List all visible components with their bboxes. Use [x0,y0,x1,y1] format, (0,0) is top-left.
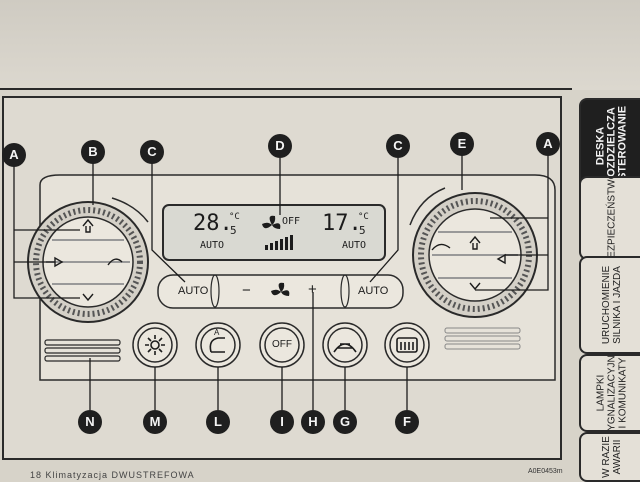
right-auto-button[interactable]: AUTO [358,285,388,297]
callout-C-right: C [386,134,410,158]
fan-minus-button[interactable]: − [242,282,251,299]
recirculation-letter: A [214,328,219,337]
callout-A-left: A [2,143,26,167]
right-temperature-decimal: 5 [359,224,366,237]
left-vent [45,340,120,361]
callout-M: M [143,410,167,434]
fan-status: OFF [282,216,300,227]
callout-L: L [206,410,230,434]
callout-G: G [333,410,357,434]
callout-D: D [268,134,292,158]
callout-E: E [450,132,474,156]
tab-label: DESKA ROZDZIELCZA I STEROWANIE [595,106,628,186]
max-heat-button[interactable] [133,323,177,367]
callout-C-left: C [140,140,164,164]
tab-label: LAMPKI SYGNALIZACYJNE I KOMUNIKATY [595,354,628,432]
tab-label: W RAZIE AWARII [601,436,623,478]
callout-F: F [395,410,419,434]
callout-H: H [301,410,325,434]
right-mode: AUTO [342,240,366,251]
tab-w-razie-awarii[interactable]: W RAZIE AWARII [579,432,640,482]
left-temperature-unit: °C [229,212,240,222]
tab-bezpieczenstwo[interactable]: BEZPIECZEŃSTWO [579,176,640,260]
window-defrost-button[interactable] [385,323,429,367]
tab-lampki[interactable]: LAMPKI SYGNALIZACYJNE I KOMUNIKATY [579,354,640,432]
left-temperature: 28. [193,211,233,236]
callout-N: N [78,410,102,434]
right-temperature: 17. [322,211,362,236]
tab-label: URUCHOMIENIE SILNIKA I JAZDA [601,266,623,344]
left-mode: AUTO [200,240,224,251]
left-auto-button[interactable]: AUTO [178,285,208,297]
right-temperature-unit: °C [358,212,369,222]
callout-B: B [81,140,105,164]
rear-defrost-button[interactable] [323,323,367,367]
page-footer-fragment: 18 Klimatyzacja DWUSTREFOWA [30,470,195,480]
tab-label: BEZPIECZEŃSTWO [606,176,617,260]
tab-uruchomienie[interactable]: URUCHOMIENIE SILNIKA I JAZDA [579,256,640,354]
off-button-label: OFF [272,339,292,350]
left-temperature-decimal: 5 [230,224,237,237]
callout-I: I [270,410,294,434]
chapter-tabs: DESKA ROZDZIELCZA I STEROWANIE BEZPIECZE… [575,70,640,480]
fan-plus-button[interactable]: + [308,281,317,298]
callout-A-right: A [536,132,560,156]
figure-reference: A0E0453m [528,468,563,475]
